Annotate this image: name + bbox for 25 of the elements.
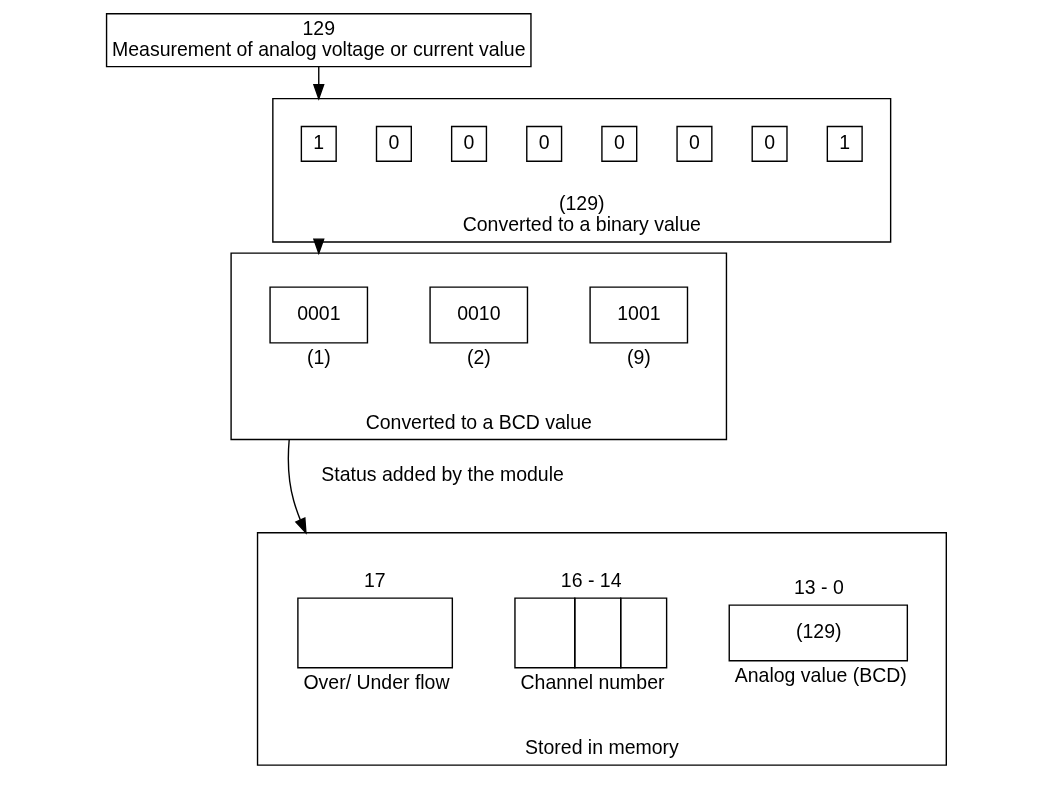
- node-box: 0: [450, 125, 488, 162]
- node-box: 1: [300, 125, 337, 162]
- arrow: [287, 438, 307, 535]
- node-box: 0: [676, 125, 713, 162]
- node-box: 0: [375, 125, 412, 162]
- node-box: [297, 597, 454, 669]
- label: Status added by the module: [321, 462, 564, 485]
- node-box: 0010: [429, 286, 529, 344]
- node-label: 17: [363, 569, 386, 592]
- node-box: 0001: [269, 286, 369, 344]
- node-label: Over/ Under flow: [303, 670, 450, 693]
- node-box: 129 Measurement of analog voltage or current value: [105, 13, 532, 68]
- node-label: 16 - 14: [560, 569, 622, 592]
- node-label: Analog value (BCD): [734, 663, 907, 686]
- node-label: (2): [466, 345, 491, 368]
- node-box: 1: [826, 125, 863, 162]
- node-box: (129): [728, 604, 909, 662]
- node-box: 0: [751, 125, 788, 162]
- node-label: Channel number: [520, 670, 665, 693]
- node-label: 13 - 0: [793, 576, 844, 599]
- node-box: 0: [526, 125, 563, 162]
- node-label: (1): [306, 345, 331, 368]
- node-box: 0: [601, 125, 638, 162]
- node-label: (9): [626, 345, 651, 368]
- node-box: 1001: [589, 286, 689, 344]
